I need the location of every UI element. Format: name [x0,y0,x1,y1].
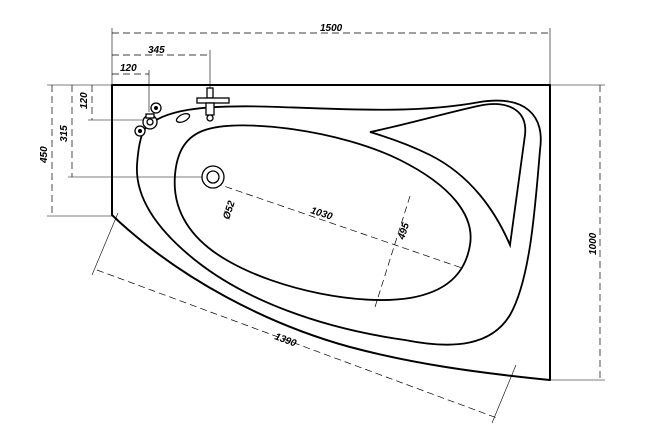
dimension-tap-offset: 345 [112,45,211,90]
label-drain-diameter: Ø52 [221,199,237,221]
bathtub-rim [136,99,542,346]
bathtub-basin [173,124,472,301]
label-1030: 1030 [309,205,334,222]
label-1000: 1000 [588,232,599,255]
dimension-inner-length: 1030 [214,182,463,269]
label-120-vertical: 120 [79,92,90,109]
drain-icon [201,165,225,189]
dimension-control-height: 120 [79,85,150,121]
dimension-right-depth: 1000 [550,84,605,381]
dimension-control-offset: 120 [112,63,150,112]
bathtub-backrest [369,103,526,249]
dimension-overall-width: 1500 [111,23,551,85]
label-450: 450 [39,146,50,164]
dimension-front-length: 1390 [91,212,517,424]
dimension-left-depth: 450 [39,84,112,217]
label-1390: 1390 [273,331,298,349]
control-fitting-icon [134,102,162,137]
overflow-icon [175,113,191,123]
dimension-inner-width: 495 [374,195,412,308]
label-1500: 1500 [320,23,343,34]
dimension-drain-height: 315 [59,85,213,178]
label-120-horizontal: 120 [120,63,137,74]
label-495: 495 [396,221,412,242]
label-345: 345 [148,45,165,56]
tap-icon [196,87,230,122]
label-315: 315 [59,125,70,142]
bathtub-outer-outline [111,84,551,381]
